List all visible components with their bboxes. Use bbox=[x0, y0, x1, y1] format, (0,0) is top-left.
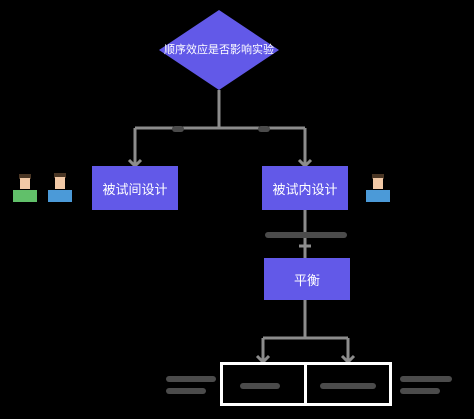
blurred-text-mid bbox=[265, 232, 347, 238]
decision-diamond bbox=[159, 10, 279, 90]
within-subjects-label: 被试内设计 bbox=[272, 182, 338, 198]
balance-box: 平衡 bbox=[264, 258, 350, 300]
between-subjects-label: 被试间设计 bbox=[102, 182, 168, 198]
blurred-text-side-left-1 bbox=[166, 376, 216, 382]
blurred-text-result-right bbox=[320, 383, 376, 389]
balance-label: 平衡 bbox=[293, 273, 320, 289]
person-icon-green-shirt bbox=[13, 174, 37, 202]
decision-label: 顺序效应是否影响实验 bbox=[164, 43, 274, 56]
blurred-text-branch-right bbox=[258, 126, 270, 132]
person-icon-blue-shirt bbox=[366, 174, 390, 202]
between-subjects-box: 被试间设计 bbox=[92, 166, 178, 210]
blurred-text-branch-left bbox=[172, 126, 184, 132]
blurred-text-side-left-2 bbox=[166, 388, 206, 394]
blurred-text-side-right-2 bbox=[400, 388, 440, 394]
person-icon-blue-shirt bbox=[48, 173, 72, 202]
blurred-text-result-left bbox=[240, 383, 280, 389]
within-subjects-box: 被试内设计 bbox=[262, 166, 348, 210]
outlined-row-divider bbox=[304, 362, 307, 406]
blurred-text-side-right-1 bbox=[400, 376, 452, 382]
